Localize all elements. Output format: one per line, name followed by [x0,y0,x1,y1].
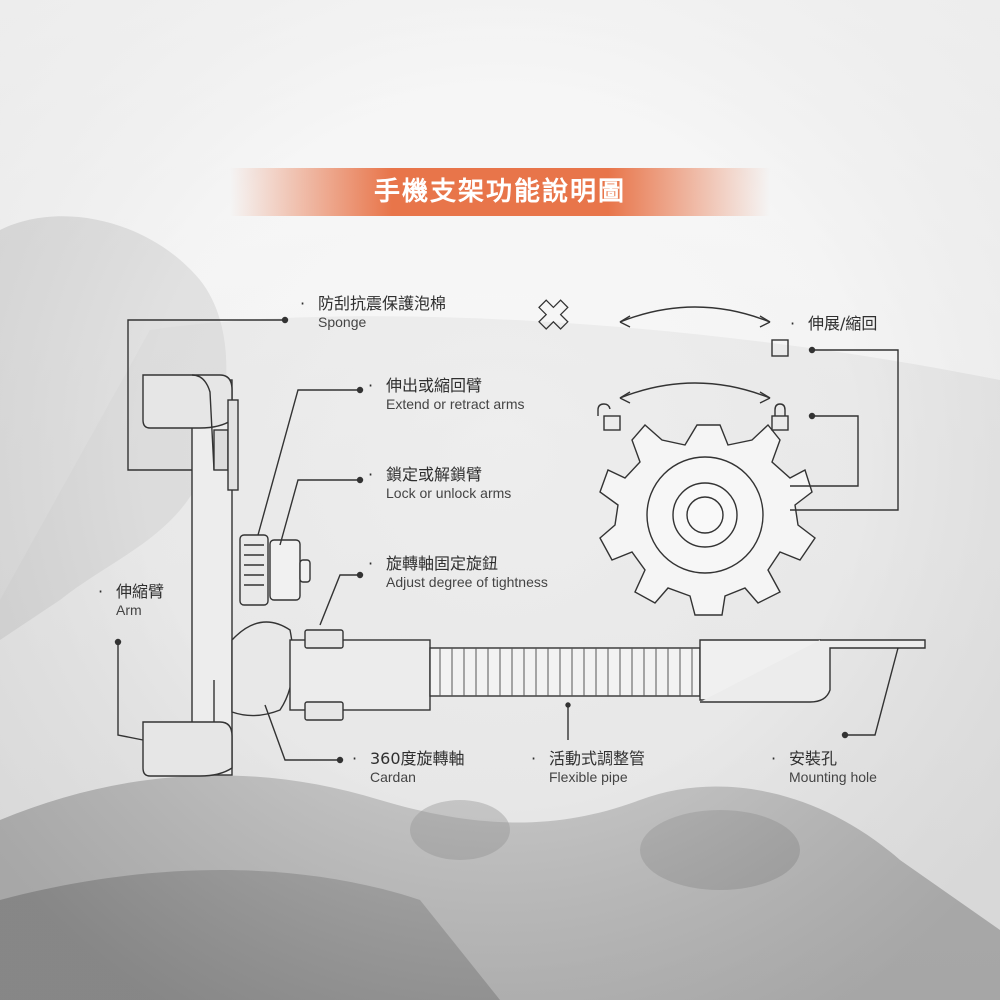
label-knob-zh: 旋轉軸固定旋鈕 [386,554,499,573]
bullet-knob: · [368,554,374,573]
label-knob-en: Adjust degree of tightness [386,574,548,590]
label-knob: 旋轉軸固定旋鈕 Adjust degree of tightness [368,554,548,592]
label-mount-en: Mounting hole [789,769,877,785]
label-extend-retract-zh: 伸展/縮回 [808,314,878,333]
label-arm-zh: 伸縮臂 [116,582,165,601]
bullet-mount: · [771,749,777,768]
arm-lock-knob [239,534,311,606]
expand-icon [538,299,569,330]
bullet-lock: · [368,465,374,484]
label-lock-en: Lock or unlock arms [386,485,512,501]
label-mount: 安裝孔 Mounting hole [771,749,877,787]
label-lock-zh: 鎖定或解鎖臂 [386,465,483,484]
lock-icon [771,403,789,431]
page-title: 手機支架功能說明圖 [373,177,626,207]
extend-arrow [619,306,771,328]
label-extend-en: Extend or retract arms [386,396,525,412]
phone-clamp [142,374,239,777]
label-extend-zh: 伸出或縮回臂 [386,376,483,395]
flexible-pipe [429,647,701,697]
label-pipe: 活動式調整管 Flexible pipe [531,749,645,787]
lock-arrow [619,382,771,404]
label-arm: 伸縮臂 Arm [98,582,164,620]
label-cardan-en: Cardan [370,769,416,785]
mounting-bracket [699,639,926,703]
label-lock: 鎖定或解鎖臂 Lock or unlock arms [368,465,511,503]
bullet-cardan: · [352,749,358,768]
label-arm-en: Arm [116,602,142,618]
title-banner [230,168,770,216]
label-sponge: 防刮抗震保護泡棉 Sponge [300,294,446,332]
leader-lines [114,316,899,764]
gear-diagram [599,423,816,616]
label-sponge-zh: 防刮抗震保護泡棉 [318,294,447,313]
bullet-extend: · [368,376,374,395]
label-sponge-en: Sponge [318,314,367,330]
label-cardan-zh: 360度旋轉軸 [370,749,465,768]
cardan-joint [231,621,431,721]
bullet-arm: · [98,582,104,601]
label-extend-retract: 伸展/縮回 [790,314,877,334]
bullet-sponge: · [300,294,306,313]
bullet-extend-retract: · [790,314,796,333]
label-extend: 伸出或縮回臂 Extend or retract arms [368,376,525,414]
label-pipe-en: Flexible pipe [549,769,628,785]
label-cardan: 360度旋轉軸 Cardan [352,749,465,787]
label-mount-zh: 安裝孔 [789,749,838,768]
bullet-pipe: · [531,749,537,768]
retract-icon [771,339,789,357]
unlock-icon [597,403,621,431]
label-pipe-zh: 活動式調整管 [549,749,646,768]
